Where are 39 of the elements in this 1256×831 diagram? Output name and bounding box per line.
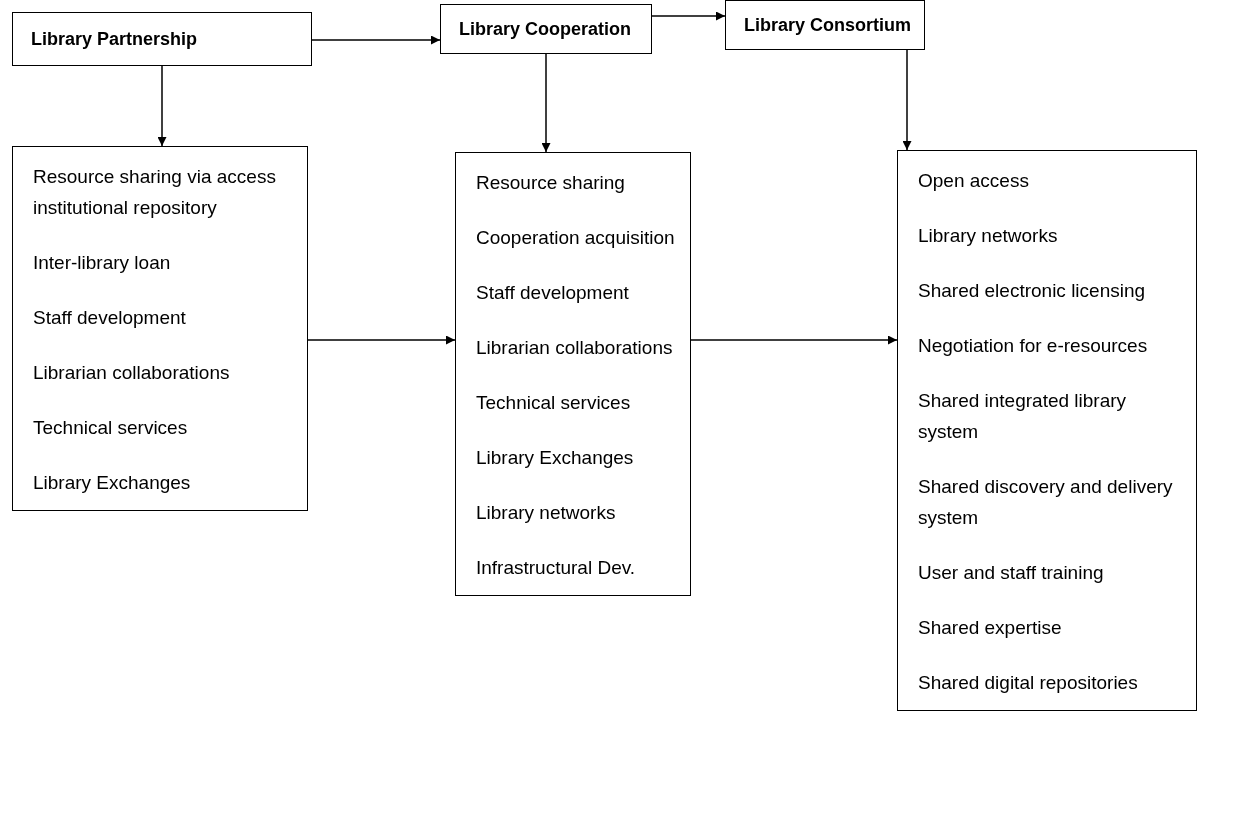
process-box	[725, 0, 925, 50]
list-item: Library Exchanges	[476, 446, 635, 470]
arrow	[902, 49, 912, 151]
list-item: Library networks	[476, 501, 617, 525]
list-item: Staff development	[33, 306, 187, 330]
list-item: Resource sharing	[476, 171, 626, 195]
list-box	[455, 152, 691, 596]
box-title: Library Consortium	[744, 14, 912, 36]
list-box	[897, 150, 1197, 711]
list-item: Resource sharing via access institutional repository	[33, 165, 277, 220]
list-item: Librarian collaborations	[476, 336, 674, 360]
list-item: Infrastructural Dev.	[476, 556, 637, 580]
list-item: Shared discovery and delivery system	[918, 475, 1174, 530]
arrow	[651, 11, 726, 21]
arrow	[690, 335, 898, 345]
list-item: Shared expertise	[918, 616, 1063, 640]
box-title: Library Cooperation	[459, 18, 632, 40]
list-item: Negotiation for e-resources	[918, 334, 1149, 358]
list-box	[12, 146, 308, 511]
list-item: Library Exchanges	[33, 471, 192, 495]
arrow	[311, 35, 441, 45]
arrow	[541, 53, 551, 153]
arrow	[157, 65, 167, 147]
list-item: Library networks	[918, 224, 1059, 248]
list-item: Inter-library loan	[33, 251, 172, 275]
box-title: Library Partnership	[31, 28, 198, 50]
list-item: Staff development	[476, 281, 630, 305]
list-item: Shared electronic licensing	[918, 279, 1147, 303]
process-box	[440, 4, 652, 54]
arrow	[307, 335, 456, 345]
list-item: Librarian collaborations	[33, 361, 231, 385]
list-item: User and staff training	[918, 561, 1105, 585]
process-box	[12, 12, 312, 66]
list-item: Cooperation acquisition	[476, 226, 676, 250]
list-item: Technical services	[476, 391, 632, 415]
list-item: Shared digital repositories	[918, 671, 1139, 695]
list-item: Open access	[918, 169, 1030, 193]
list-item: Technical services	[33, 416, 189, 440]
list-item: Shared integrated library system	[918, 389, 1128, 444]
